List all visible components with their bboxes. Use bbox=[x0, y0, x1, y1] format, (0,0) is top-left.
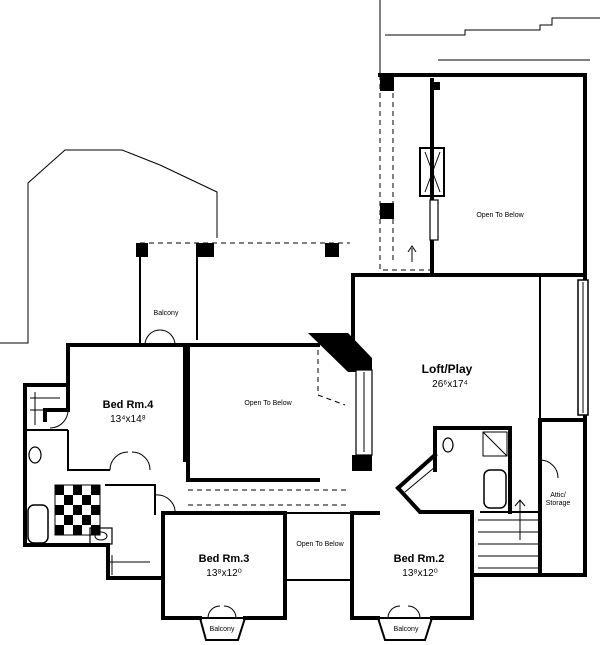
bed4-room-name: Bed Rm.4 bbox=[102, 399, 154, 411]
bed3-room-name: Bed Rm.3 bbox=[198, 553, 250, 565]
bed3-room-dims: 13⁸x12⁰ bbox=[206, 568, 242, 579]
doors bbox=[49, 329, 559, 619]
bath-fixtures bbox=[27, 431, 508, 545]
columns bbox=[136, 75, 440, 471]
fireplace bbox=[419, 147, 445, 197]
loft-room-name: Loft/Play bbox=[421, 362, 473, 376]
bed4-room-dims: 13⁴x14⁸ bbox=[110, 414, 146, 425]
bath-tile-floor bbox=[54, 484, 101, 536]
open-to-below-middle-label: Open To Below bbox=[244, 400, 292, 407]
open-to-below-bottom-label: Open To Below bbox=[296, 541, 344, 548]
walls bbox=[23, 73, 587, 641]
windows bbox=[355, 199, 589, 456]
staircase bbox=[407, 245, 538, 569]
balcony-top-label: Balcony bbox=[153, 310, 179, 317]
attic-label-line2: Storage bbox=[545, 500, 571, 508]
attic-label-line1: Attic/ bbox=[550, 492, 566, 499]
bed2-room-name: Bed Rm.2 bbox=[393, 553, 445, 565]
roof-outline bbox=[0, 0, 600, 344]
open-to-below-top-label: Open To Below bbox=[476, 212, 524, 219]
dashed-lines bbox=[140, 75, 430, 506]
bed2-room-dims: 13⁸x12⁰ bbox=[402, 568, 438, 579]
balcony-bed3-label: Balcony bbox=[209, 626, 235, 633]
loft-room-dims: 26⁶x17⁴ bbox=[432, 379, 468, 390]
closet-shelves bbox=[30, 392, 436, 575]
attic-storage-label: Attic/ Storage bbox=[546, 492, 571, 508]
balcony-bed2-label: Balcony bbox=[393, 626, 419, 633]
